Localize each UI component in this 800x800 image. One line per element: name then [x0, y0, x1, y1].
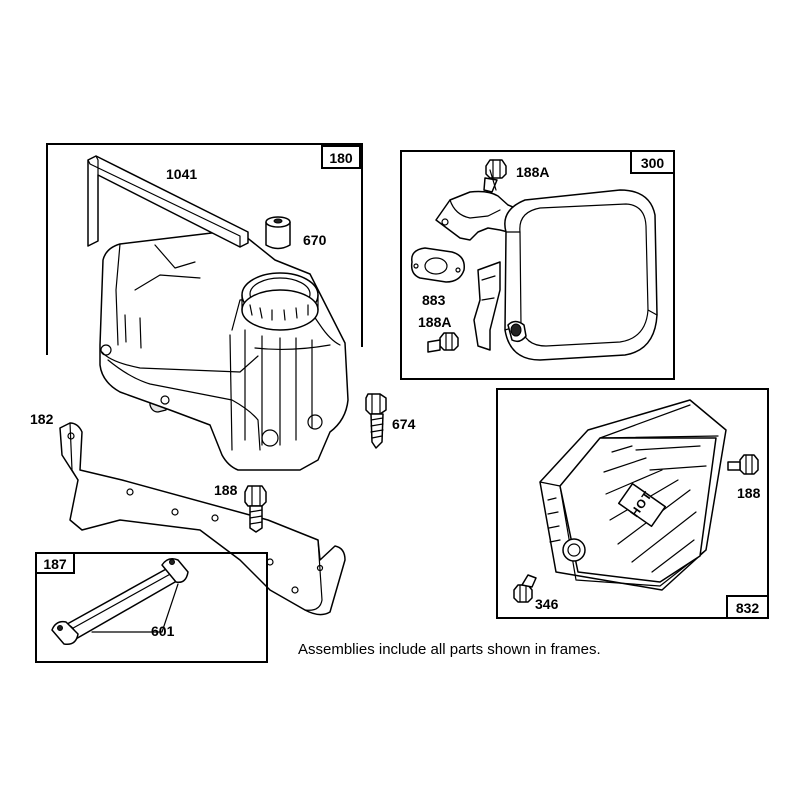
frame-tag-187: 187: [43, 556, 67, 572]
label-188a-top: 188A: [516, 164, 550, 180]
bracket: [59, 422, 346, 616]
gasket: [410, 247, 465, 283]
frame-tag-832: 832: [735, 600, 760, 616]
frame-tag-180: 180: [329, 150, 353, 166]
label-346: 346: [535, 596, 559, 612]
label-883: 883: [422, 292, 446, 308]
label-182: 182: [30, 411, 54, 427]
muffler-guard: [539, 399, 727, 591]
label-670: 670: [303, 232, 327, 248]
fuel-tank: [99, 231, 349, 471]
frame-tag-300: 300: [640, 155, 665, 171]
label-188-guard: 188: [737, 485, 761, 501]
label-674: 674: [392, 416, 416, 432]
screw-188a-bottom: [427, 332, 459, 353]
frame-832: [496, 388, 769, 619]
label-601: 601: [151, 623, 175, 639]
label-188-bracket: 188: [214, 482, 238, 498]
label-1041: 1041: [166, 166, 198, 182]
label-188a-bottom: 188A: [418, 314, 452, 330]
assemblies-note: Assemblies include all parts shown in fr…: [298, 641, 601, 658]
frame-300: [400, 150, 675, 380]
fuel-line: [51, 558, 189, 646]
frame-187: [35, 552, 268, 663]
muffler: [435, 189, 658, 361]
screw-346: [513, 574, 537, 603]
screw-188-bracket: [244, 485, 267, 533]
screw-188-guard: [727, 454, 759, 475]
frame-180: [46, 143, 363, 355]
leader-lines: [91, 169, 497, 633]
screw-674: [365, 393, 387, 449]
tank-bracket-rod: [87, 155, 249, 248]
bushing: [265, 216, 291, 250]
